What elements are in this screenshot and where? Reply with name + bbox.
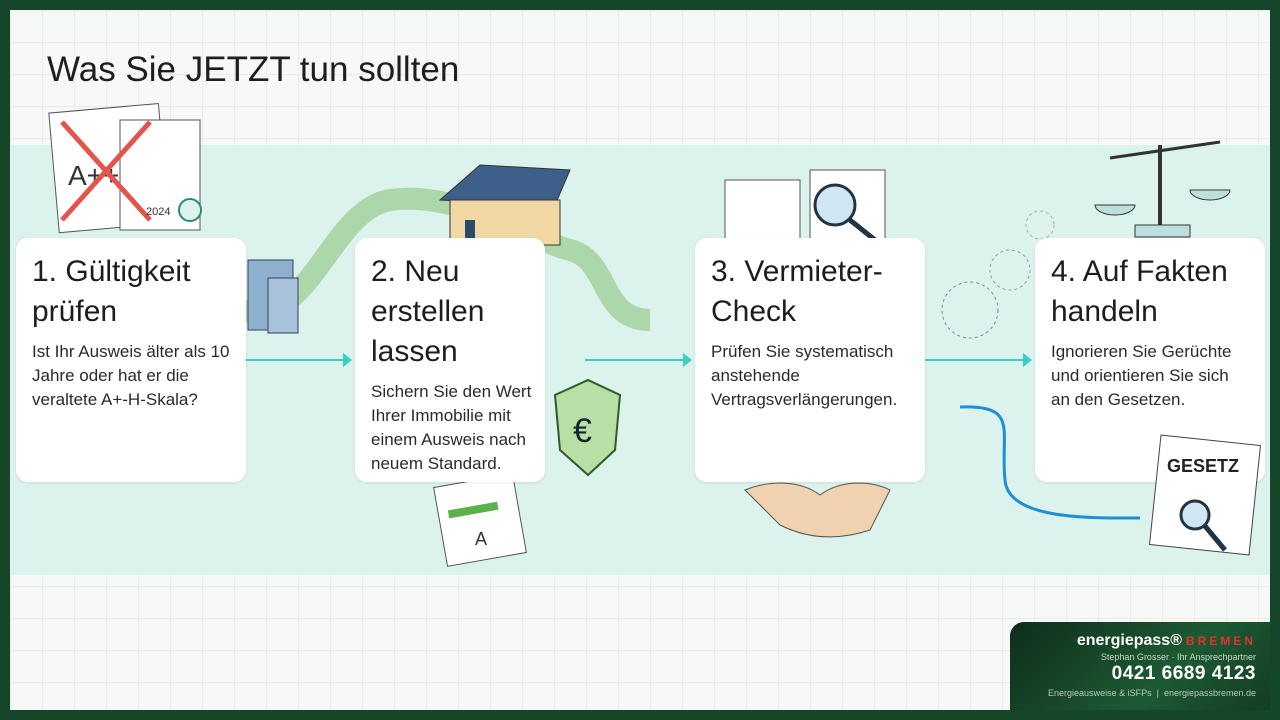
building-icon xyxy=(247,259,299,334)
step-heading: 3. Vermieter-Check xyxy=(711,255,883,328)
step-heading: 4. Auf Fakten handeln xyxy=(1051,255,1228,328)
house-icon xyxy=(438,164,571,246)
old-certificate-icon: A++ 2024 xyxy=(48,102,202,234)
step-heading: 1. Gültigkeit prüfen xyxy=(32,255,191,328)
documents-magnifier-icon xyxy=(724,169,886,246)
step-text: Ignorieren Sie Gerüchte und orientieren … xyxy=(1051,342,1232,409)
step-text: Ist Ihr Ausweis älter als 10 Jahre oder … xyxy=(32,342,230,409)
svg-text:2024: 2024 xyxy=(146,206,170,218)
shield-euro-icon: € xyxy=(553,378,622,477)
flow-arrow-2 xyxy=(585,353,692,367)
phone-number: 0421 6689 4123 xyxy=(1111,663,1256,684)
scales-icon xyxy=(1094,140,1231,238)
step-text: Prüfen Sie systematisch anstehende Vertr… xyxy=(711,342,898,409)
step-heading: 2. Neu erstellen lassen xyxy=(371,255,485,368)
slide: Was Sie JETZT tun sollten A++ 2024 € A 1… xyxy=(10,10,1270,710)
brand-logo-box: energiepass®BREMEN Stephan Grosser · Ihr… xyxy=(1010,622,1270,710)
illustrations: A++ 2024 € A xyxy=(48,102,1231,567)
flow-arrow-3 xyxy=(925,353,1032,367)
svg-text:€: € xyxy=(573,412,592,450)
handshake-icon xyxy=(744,482,891,538)
contact-person: Stephan Grosser · Ihr Ansprechpartner xyxy=(1100,652,1256,662)
scribble-cloud-icon xyxy=(941,210,1055,339)
step-text: Sichern Sie den Wert Ihrer Immobilie mit… xyxy=(371,382,532,473)
page-title: Was Sie JETZT tun sollten xyxy=(47,50,460,89)
brand-city: BREMEN xyxy=(1185,634,1256,648)
flow-arrow-1 xyxy=(245,353,352,367)
tagline: Energieausweise & iSFPs xyxy=(1048,688,1152,698)
website: energiepassbremen.de xyxy=(1163,688,1256,698)
new-certificate-icon: A xyxy=(433,473,527,567)
brand-name: energiepass® xyxy=(1076,632,1182,649)
blue-arrow xyxy=(959,405,1141,520)
svg-text:A: A xyxy=(475,529,487,549)
